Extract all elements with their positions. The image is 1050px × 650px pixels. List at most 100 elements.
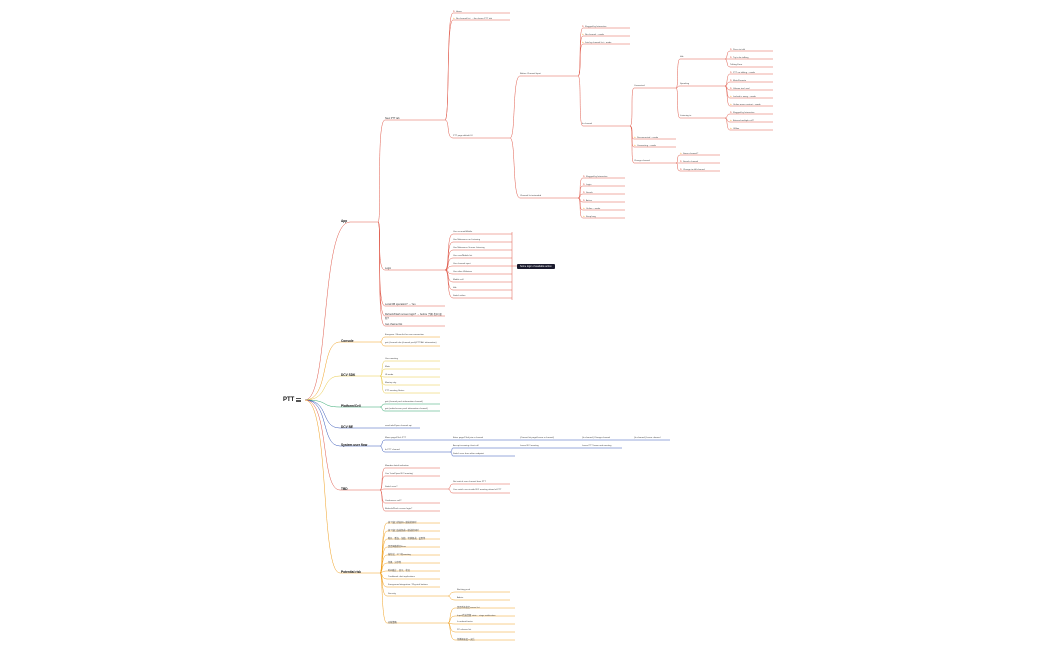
node-login-2[interactable]: Use Metaverse on Listening	[453, 239, 481, 241]
node-tbd-2[interactable]: Can 'Join/Open RCI meeting'	[385, 473, 414, 475]
node-login-9[interactable]: Switch video	[453, 295, 466, 297]
node-new-ptt-tab[interactable]: New PTT tab	[385, 117, 400, 120]
branch-system-user-flow[interactable]: System user flow	[341, 443, 368, 447]
branch-platform-cell[interactable]: Platform/Cell	[341, 404, 361, 408]
node-expanded-3[interactable]: ⚑Search	[583, 191, 593, 194]
node-flow-6[interactable]: Accept incoming client call	[453, 445, 479, 447]
node-risk-8[interactable]: Traditional chat implications	[388, 576, 415, 578]
node-speaking[interactable]: Speaking	[680, 83, 690, 85]
node-strategy-2[interactable]: Input/传送音频 state – stage notification	[457, 615, 496, 617]
node-speaking-5[interactable]: ★Online more content – mode	[730, 103, 761, 106]
node-platform-1[interactable]: get (channel push information channel)	[385, 401, 423, 403]
node-before-join-1[interactable]: ⚑Flagged by Interactive	[582, 25, 607, 28]
node-refresh[interactable]: Refresh/Flash screen login? → before 了解 …	[385, 313, 442, 320]
node-tbd-3[interactable]: Switch user?	[385, 486, 398, 488]
node-flow-8[interactable]: Leave RCI meeting	[520, 445, 539, 447]
node-home[interactable]: ⚑Home	[453, 10, 462, 13]
node-before-join-3[interactable]: ★Join by channel list – mode	[582, 41, 611, 44]
node-sdk-5[interactable]: PTT meeting Status	[385, 390, 405, 392]
node-sdk-4[interactable]: Meetup city	[385, 382, 397, 384]
node-flow-7[interactable]: Switch user from other endpoint	[453, 453, 484, 455]
node-flow-4[interactable]: (In channel) Change channel	[582, 437, 611, 439]
node-tbd-switch-2[interactable]: Can switch user inside RCI meeting atten…	[453, 489, 502, 491]
node-console-2[interactable]: get (channel info (channel push)PTT/ALI …	[385, 342, 437, 344]
node-risk-1[interactable]: 多个窗口状态同一频道的同时	[388, 522, 417, 524]
node-expanded-2[interactable]: ⚑Login	[583, 183, 591, 186]
node-login-5[interactable]: Use channel input	[453, 263, 471, 265]
node-speaking-3[interactable]: ⚑Volume too Loud	[730, 87, 749, 90]
node-expanded-5[interactable]: ★Online – mode	[583, 207, 600, 210]
node-connecting[interactable]: ★Connecting – mode	[634, 144, 656, 147]
node-login-1[interactable]: Use account/Mobile	[453, 231, 473, 233]
node-expanded-1[interactable]: ⚑Flagged by Interactive	[583, 175, 608, 178]
node-strategy-5[interactable]: 切换框速及一天后	[457, 639, 475, 641]
node-flow-5[interactable]: (In channel) Leave channel	[634, 437, 661, 439]
node-login-6[interactable]: Use other Webview	[453, 271, 472, 273]
menu-icon[interactable]	[296, 398, 301, 403]
node-idle-3[interactable]: Talking Error	[730, 64, 743, 66]
node-tbd-5[interactable]: Refresh/Flash screen login?	[385, 508, 413, 510]
node-get-channel-list[interactable]: Get channel list	[385, 323, 403, 326]
node-risk-9[interactable]: Foreground integration / Physical button…	[388, 584, 428, 586]
node-flow-1[interactable]: Mean page/Click PTT	[385, 437, 407, 439]
node-strategy-4[interactable]: PC release list	[457, 629, 472, 631]
node-disconnected[interactable]: ★Disconnected – mode	[634, 136, 658, 139]
node-security-1[interactable]: Backing push	[457, 589, 471, 591]
node-flow-in-ptt[interactable]: In PTT channel	[385, 449, 400, 451]
node-change-channel[interactable]: Change channel	[634, 160, 650, 162]
branch-dcv-be[interactable]: DCV BE	[341, 425, 354, 429]
node-local-db[interactable]: Local DB operation? → Yes	[385, 303, 416, 306]
node-flow-3[interactable]: (Cannot list page/Leave a channel)	[520, 437, 554, 439]
node-login-3[interactable]: Use Metaverse Screen Listening	[453, 247, 485, 249]
node-risk-3[interactable]: 断开、重连、加锁、切换频道、设置等	[388, 538, 426, 540]
node-channel-expanded[interactable]: Channel list extended	[520, 195, 542, 197]
node-be-1[interactable]: send info/Open channel api	[385, 425, 412, 427]
node-expanded-6[interactable]: ★Keep long	[583, 215, 596, 218]
branch-console[interactable]: Console	[341, 339, 354, 343]
node-platform-2[interactable]: get (audio/screen push information chann…	[385, 408, 428, 410]
node-receiving-1[interactable]: ⚑Flagged by Interactive	[730, 111, 755, 114]
node-before-join-2[interactable]: ★No channel – mode	[582, 33, 604, 36]
node-security-2[interactable]: Admin	[457, 597, 464, 599]
node-speaking-4[interactable]: ★Locked is away – mode	[730, 95, 756, 98]
node-risk-5[interactable]: 按住说、PTT内meeting	[388, 554, 411, 556]
node-receiving[interactable]: Listening to	[680, 115, 692, 117]
node-sdk-1[interactable]: User meeting	[385, 358, 399, 360]
node-receiving-3[interactable]: ★Offline	[730, 127, 739, 130]
node-speaking-2[interactable]: ⚑Mute/Unmute	[730, 79, 746, 82]
node-console-1[interactable]: Everyone / Show list for new connection	[385, 334, 424, 336]
node-risk-security[interactable]: Security	[388, 593, 396, 595]
node-login[interactable]: Login	[385, 267, 392, 270]
node-strategy-1[interactable]: 是否所有指定server list	[457, 607, 480, 609]
node-flow-2[interactable]: Enter page/Click join a channel	[453, 437, 484, 439]
root-topic[interactable]: PTT	[283, 397, 295, 403]
branch-app[interactable]: App	[341, 219, 348, 223]
node-idle-1[interactable]: ⚑Press to talk	[730, 48, 745, 51]
node-ptt-page[interactable]: PTT page default UI	[453, 135, 473, 137]
branch-dcv-sdk[interactable]: DCV SDK	[341, 373, 356, 377]
node-risk-4[interactable]: 是否网络断开Error	[388, 546, 406, 548]
node-connected[interactable]: Connected	[634, 85, 645, 87]
node-expanded-4[interactable]: ⚑Active	[583, 199, 592, 202]
node-risk-6[interactable]: 切换、分享等	[388, 562, 402, 564]
node-tbd-switch-1[interactable]: Not switch user channel from PTT	[453, 481, 486, 483]
node-change-1[interactable]: ★Some channel?	[680, 152, 698, 155]
node-receiving-2[interactable]: ★Entered multiple call?	[730, 119, 754, 122]
node-tbd-4[interactable]: Conference call?	[385, 500, 402, 502]
node-risk-strategy[interactable]: 功能策略	[388, 622, 397, 624]
node-change-2[interactable]: ⚑Search channel	[680, 160, 698, 163]
node-strategy-3[interactable]: Is android tester	[457, 621, 473, 623]
node-sdk-2[interactable]: Mute	[385, 366, 390, 368]
node-flow-9[interactable]: Leave PTT home and meeting	[582, 445, 612, 447]
node-login-7[interactable]: Mobile call	[453, 279, 464, 281]
node-risk-2[interactable]: 多个窗口连接频道一频道的同时	[388, 530, 419, 532]
node-speaking-1[interactable]: ⚑PTT on talking – mode	[730, 71, 755, 74]
node-before-join[interactable]: Before Channel Input	[520, 73, 541, 75]
branch-potential-risk[interactable]: Potential risk	[341, 570, 362, 574]
node-risk-7[interactable]: 时间截止、显示、状况	[388, 570, 410, 572]
branch-tbd[interactable]: TBD	[341, 487, 348, 491]
node-change-3[interactable]: ⚑Change to diff channel	[680, 168, 705, 171]
node-in-channel[interactable]: In channel	[582, 123, 593, 125]
node-login-8[interactable]: Idle	[453, 287, 457, 289]
node-login-4[interactable]: Use user/Mobile list	[453, 255, 473, 257]
